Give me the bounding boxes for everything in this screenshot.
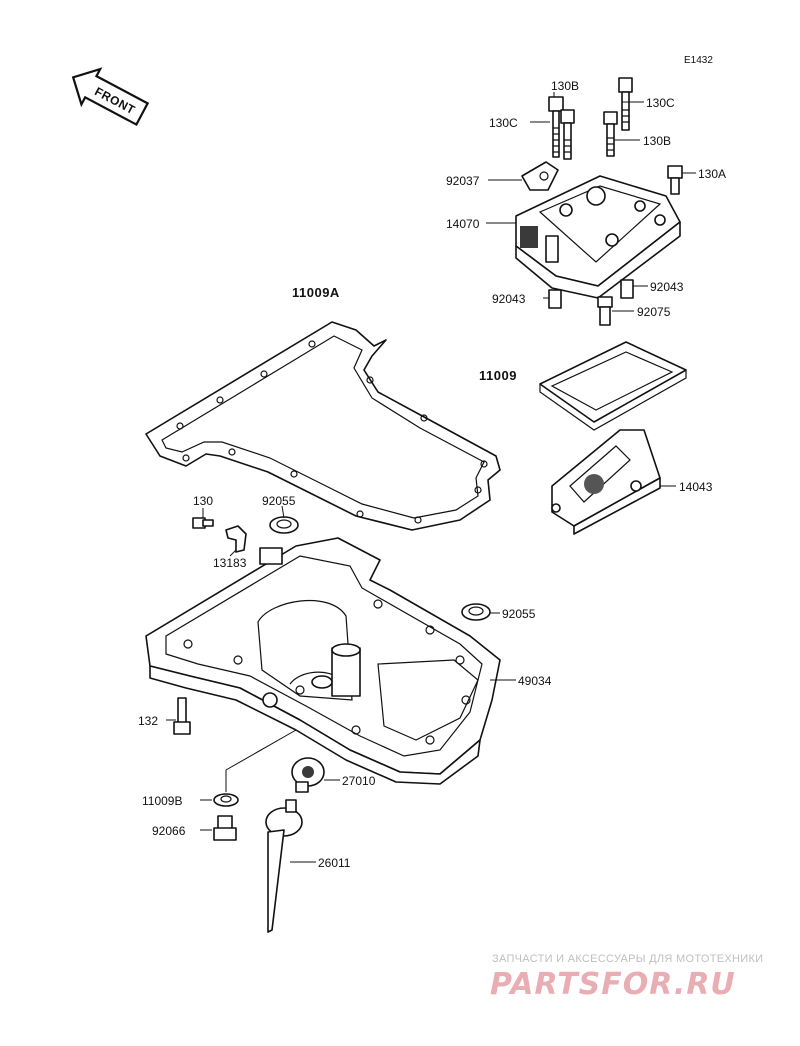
watermark-logo: PARTSFOR.RU: [490, 967, 736, 1002]
washer-92055-right: [461, 603, 491, 621]
bolt-130b-top: [548, 96, 564, 158]
bolt-130b-right: [603, 111, 618, 157]
pin-92043-right: [620, 279, 634, 299]
gasket-11009: [539, 341, 687, 431]
label-13183: 13183: [213, 556, 247, 570]
washer-11009b: [213, 793, 239, 807]
washer-92055-top: [269, 516, 299, 534]
bolt-130c-right: [618, 77, 633, 131]
bolt-132: [173, 697, 191, 735]
bolt-130c-left: [560, 109, 575, 160]
label-130: 130: [193, 494, 213, 508]
label-27010: 27010: [342, 774, 376, 788]
label-49034: 49034: [518, 674, 552, 688]
bolt-130: [192, 517, 214, 529]
label-130b-top: 130B: [551, 79, 579, 93]
front-arrow-icon: FRONT: [71, 67, 150, 127]
label-130c-right: 130C: [646, 96, 675, 110]
pin-92043-left: [548, 289, 562, 309]
label-14070: 14070: [446, 217, 480, 231]
label-92075: 92075: [637, 305, 671, 319]
watermark-tagline: ЗАПЧАСТИ И АКСЕССУАРЫ ДЛЯ МОТОТЕХНИКИ: [492, 953, 763, 965]
oil-pan-49034: [145, 537, 501, 785]
label-132: 132: [138, 714, 158, 728]
oil-level-gauge-26011: [265, 799, 303, 933]
separator-14043: [551, 429, 661, 535]
bracket-92037: [521, 161, 559, 191]
label-11009b: 11009B: [142, 794, 182, 808]
label-92055-top: 92055: [262, 494, 296, 508]
label-11009: 11009: [479, 368, 517, 383]
label-92055-right: 92055: [502, 607, 536, 621]
label-11009a: 11009A: [292, 285, 340, 300]
label-130b-right: 130B: [643, 134, 671, 148]
label-26011: 26011: [318, 856, 351, 870]
bracket-13183: [225, 525, 247, 553]
oil-pressure-switch-27010: [291, 757, 325, 793]
label-92043-left: 92043: [492, 292, 526, 306]
drain-plug-92066: [213, 815, 237, 841]
label-130c-left: 130C: [489, 116, 518, 130]
label-92066: 92066: [152, 824, 186, 838]
plug-92075: [597, 296, 613, 326]
diagram-code: E1432: [684, 55, 713, 66]
bolt-130a: [667, 165, 683, 195]
leader-lines: [166, 92, 696, 863]
gasket-11009a: [145, 321, 501, 531]
label-14043: 14043: [679, 480, 713, 494]
label-130a: 130A: [698, 167, 726, 181]
breather-cover-14070: [515, 175, 681, 299]
label-92043-right: 92043: [650, 280, 684, 294]
label-92037: 92037: [446, 174, 480, 188]
